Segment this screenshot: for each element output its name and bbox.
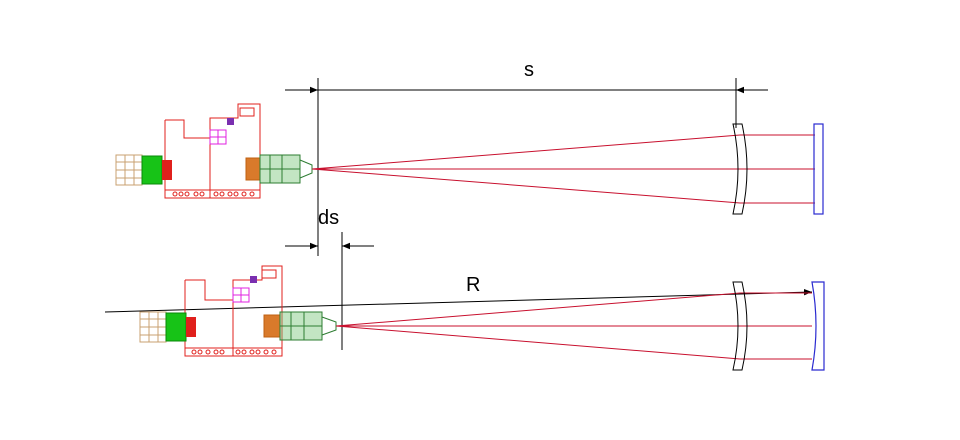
- dimension-s: [285, 78, 768, 256]
- target-mirror-top: [813, 123, 824, 215]
- camera-assembly-bottom: [184, 265, 283, 357]
- rear-connector-top: [115, 154, 143, 186]
- purple-connector-top: [227, 118, 234, 125]
- green-body-top: [141, 155, 163, 185]
- collimating-lens-bottom: [732, 281, 748, 371]
- label-s: s: [524, 59, 534, 81]
- light-rays-bottom: [335, 292, 812, 360]
- rear-connector-bottom: [139, 311, 167, 343]
- radius-line: [104, 289, 813, 313]
- bottom-setup: R: [104, 265, 825, 371]
- magenta-bracket-top: [209, 129, 227, 145]
- red-ring-bottom: [186, 317, 196, 337]
- camera-lens-top: [259, 154, 313, 184]
- light-rays-top: [311, 134, 815, 204]
- target-mirror-bottom: [811, 281, 825, 371]
- housing-outline: [164, 103, 261, 199]
- magenta-bracket-bottom: [232, 287, 250, 303]
- lens-adapter-bottom: [263, 314, 281, 338]
- dimension-ds: [285, 232, 374, 350]
- base-holes: [172, 191, 255, 197]
- label-ds: ds: [318, 207, 339, 229]
- purple-connector-bottom: [250, 276, 257, 283]
- green-body-bottom: [165, 312, 187, 342]
- label-R: R: [466, 274, 480, 296]
- lens-adapter-top: [245, 157, 261, 181]
- camera-assembly-top: [164, 103, 261, 199]
- camera-lens-bottom: [279, 311, 337, 341]
- housing-outline: [184, 265, 283, 357]
- base-holes: [191, 349, 277, 355]
- top-setup: s: [115, 59, 824, 256]
- collimating-lens-top: [732, 123, 748, 215]
- red-ring-top: [162, 160, 172, 180]
